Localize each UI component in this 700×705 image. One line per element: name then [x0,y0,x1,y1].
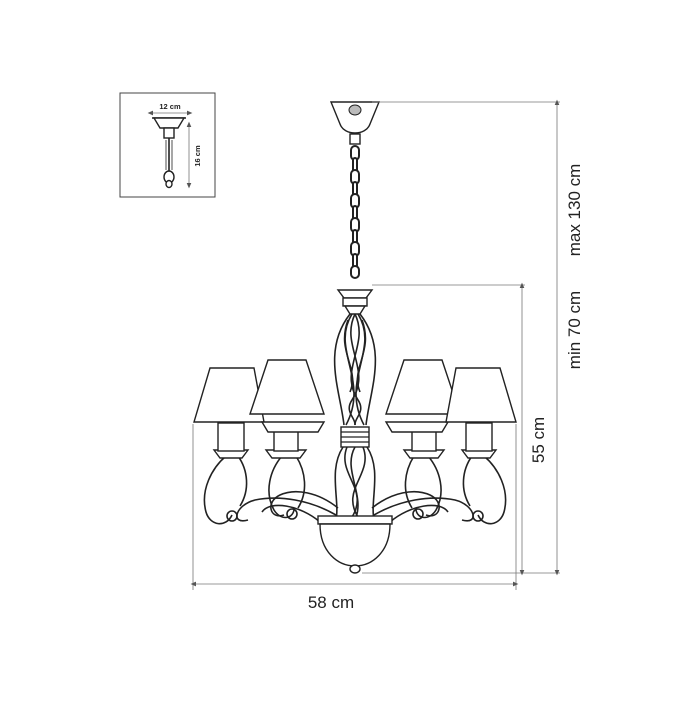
inset-height-label: 16 cm [193,145,202,167]
chandelier [193,101,517,574]
twisted-column [333,313,377,426]
lower-twisted-column [334,446,376,521]
inset-bracket [152,117,186,189]
total-height-min-label: min 70 cm [565,291,584,369]
shade-inner-right-back [384,421,450,433]
shade-far-right [445,367,517,423]
dimension-lines: 58 cm 55 cm min 70 cm max 130 cm [190,99,584,612]
lamp-shades [193,359,517,433]
body-height-label: 55 cm [529,417,548,463]
hanging-chain [350,145,360,279]
total-height-max-label: max 130 cm [565,164,584,257]
inset-width-label: 12 cm [159,102,181,111]
shade-inner-left [249,359,325,415]
shade-inner-left-back [260,421,326,433]
bottom-bowl [317,515,393,574]
column-collar [340,426,370,448]
width-label: 58 cm [308,593,354,612]
column-top-cap [336,289,374,315]
ceiling-canopy [329,101,381,145]
mounting-inset: 12 cm 16 cm [119,92,216,198]
scroll-arms [203,455,507,525]
